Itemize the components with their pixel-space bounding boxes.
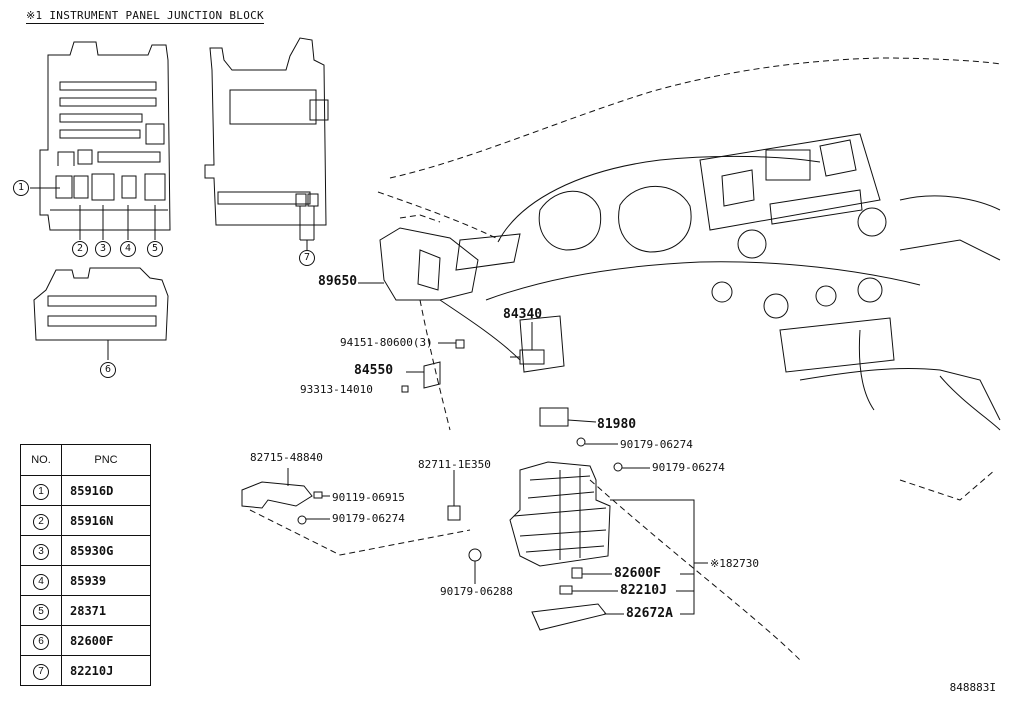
row-pnc: 85916D: [61, 475, 151, 506]
junction-block-front: [30, 42, 170, 240]
row-pnc: 28371: [61, 595, 151, 626]
marker-4: 4: [120, 241, 136, 257]
table-row: 3 85930G: [20, 535, 151, 566]
part-82600F: [572, 568, 582, 578]
row-number: 1: [33, 484, 49, 500]
row-number: 2: [33, 514, 49, 530]
callout-81980: 81980: [597, 417, 637, 432]
marker-3: 3: [95, 241, 111, 257]
callout-90179-06288: 90179-06288: [440, 585, 513, 598]
row-pnc: 85939: [61, 565, 151, 596]
callout-93313-14010: 93313-14010: [300, 383, 373, 396]
part-90179-06274-b: [614, 463, 622, 471]
pnc-header-pnc: PNC: [61, 444, 151, 476]
part-89650: [358, 228, 478, 300]
part-82672A: [532, 604, 606, 630]
pnc-table: NO. PNC 1 85916D 2 85916N 3 85930G 4 859…: [20, 444, 151, 686]
row-number: 6: [33, 634, 49, 650]
callout-90179-06274-a: 90179-06274: [620, 438, 693, 451]
row-number: 7: [33, 664, 49, 680]
callout-82715-48840: 82715-48840: [250, 451, 323, 464]
row-pnc: 85916N: [61, 505, 151, 536]
part-84550: [406, 362, 440, 388]
marker-1: 1: [13, 180, 29, 196]
table-row: 1 85916D: [20, 475, 151, 506]
row-number: 3: [33, 544, 49, 560]
callout-82730: ※182730: [710, 557, 759, 570]
part-90179-06288: [469, 549, 481, 561]
junction-block-rear: [205, 38, 328, 250]
table-row: 6 82600F: [20, 625, 151, 656]
row-pnc: 82210J: [61, 655, 151, 686]
callout-82711-1E350: 82711-1E350: [418, 458, 491, 471]
part-82715-48840: [242, 468, 312, 508]
part-82711-1E350: [448, 470, 460, 520]
diagram-number: 848883I: [949, 681, 996, 694]
row-number: 5: [33, 604, 49, 620]
dashboard-body: [440, 134, 1000, 430]
marker-2: 2: [72, 241, 88, 257]
connector-block-6: [34, 268, 168, 360]
row-pnc: 82600F: [61, 625, 151, 656]
marker-5: 5: [147, 241, 163, 257]
callout-84340: 84340: [503, 307, 543, 322]
pnc-header-no: NO.: [20, 444, 62, 476]
row-pnc: 85930G: [61, 535, 151, 566]
table-row: 2 85916N: [20, 505, 151, 536]
part-90119-06915: [314, 492, 322, 498]
pnc-table-header: NO. PNC: [20, 444, 151, 476]
part-94151-80600: [456, 340, 464, 348]
part-82210J: [560, 586, 572, 594]
dashboard-outline: [250, 58, 1000, 660]
instrument-panel-junction-block: [510, 462, 610, 566]
part-90179-06274-c: [298, 516, 306, 524]
diagram-title: ※1 INSTRUMENT PANEL JUNCTION BLOCK: [26, 9, 264, 24]
table-row: 4 85939: [20, 565, 151, 596]
callout-82210J: 82210J: [620, 583, 667, 598]
part-81980: [540, 408, 596, 426]
callout-82600F: 82600F: [614, 566, 661, 581]
marker-7: 7: [299, 250, 315, 266]
callout-84550: 84550: [354, 363, 394, 378]
row-number: 4: [33, 574, 49, 590]
callout-89650: 89650: [318, 274, 358, 289]
part-93313-14010: [402, 386, 408, 392]
part-84340: [510, 322, 544, 364]
callout-90179-06274-c: 90179-06274: [332, 512, 405, 525]
part-90179-06274-a: [577, 438, 585, 446]
table-row: 5 28371: [20, 595, 151, 626]
table-row: 7 82210J: [20, 655, 151, 686]
callout-90179-06274-b: 90179-06274: [652, 461, 725, 474]
marker-6: 6: [100, 362, 116, 378]
callout-82672A: 82672A: [626, 606, 673, 621]
callout-90119-06915: 90119-06915: [332, 491, 405, 504]
assembly-bracket-82730: [610, 500, 694, 614]
callout-94151-80600: 94151-80600(3): [340, 336, 433, 349]
